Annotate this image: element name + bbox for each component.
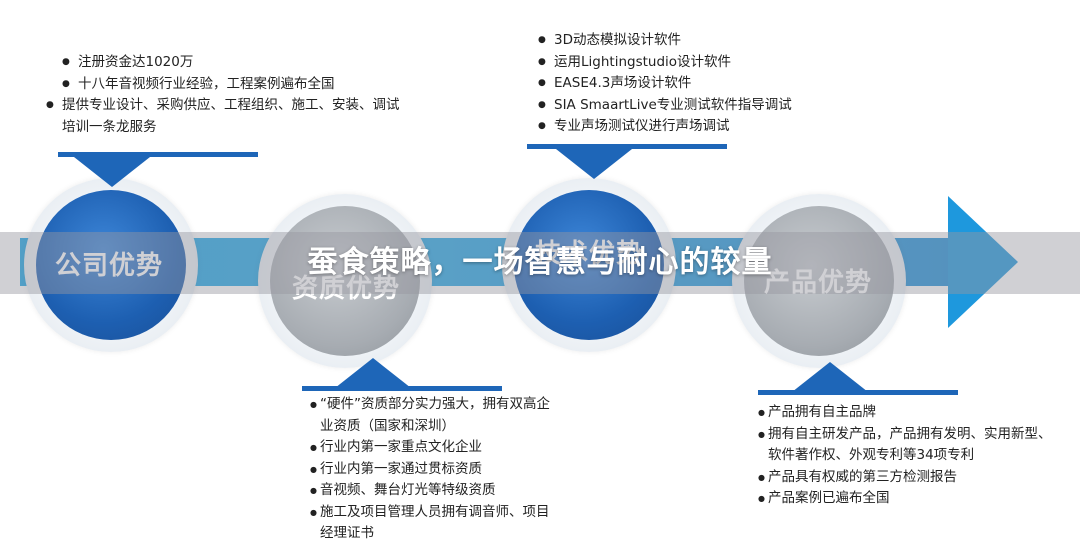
label-company: 公司优势 [55,251,164,281]
list-item: 拥有自主研发产品，产品拥有发明、实用新型、软件著作权、外观专利等34项专利 [758,424,1063,467]
arrow-head [948,196,1018,328]
callout-bar-qualification [302,386,502,391]
label-technology: 技术优势 [535,239,644,269]
list-item: “硬件”资质部分实力强大，拥有双高企业资质（国家和深圳） [310,394,555,437]
circle-company [36,190,186,340]
technology-advantage-list: 3D动态模拟设计软件 运用Lightingstudio设计软件 EASE4.3声… [538,30,858,138]
callout-pointer-technology [556,149,632,179]
callout-bar-company [58,152,258,157]
list-item: 注册资金达1020万 [62,52,412,74]
circle-technology [514,190,664,340]
label-qualification: 资质优势 [292,274,401,304]
list-item: 产品案例已遍布全国 [758,488,1063,510]
list-item: 行业内第一家重点文化企业 [310,437,555,459]
callout-pointer-company [74,157,150,187]
callout-bar-technology [527,144,727,149]
callout-bar-product [758,390,958,395]
label-product: 产品优势 [764,268,873,298]
callout-pointer-qualification [335,358,411,388]
list-item: 行业内第一家通过贯标资质 [310,459,555,481]
list-item: 运用Lightingstudio设计软件 [538,52,858,74]
company-advantage-list: 注册资金达1020万 十八年音视频行业经验，工程案例遍布全国 提供专业设计、采购… [46,52,412,138]
list-item: EASE4.3声场设计软件 [538,73,858,95]
list-item: 十八年音视频行业经验，工程案例遍布全国 [62,74,412,96]
page-title: 蚕食策略，一场智慧与耐心的较量 [307,245,773,280]
circle-qualification [270,206,420,356]
product-advantage-list: 产品拥有自主品牌 拥有自主研发产品，产品拥有发明、实用新型、软件著作权、外观专利… [758,402,1063,510]
qualification-advantage-list: “硬件”资质部分实力强大，拥有双高企业资质（国家和深圳） 行业内第一家重点文化企… [310,394,555,545]
list-item: 提供专业设计、采购供应、工程组织、施工、安装、调试培训一条龙服务 [46,95,412,138]
circle-product [744,206,894,356]
list-item: 施工及项目管理人员拥有调音师、项目经理证书 [310,502,555,545]
title-overlay-band [0,232,1080,294]
callout-pointer-product [792,362,868,392]
list-item: 音视频、舞台灯光等特级资质 [310,480,555,502]
list-item: 产品拥有自主品牌 [758,402,1063,424]
list-item: 专业声场测试仪进行声场调试 [538,116,858,138]
list-item: SIA SmaartLive专业测试软件指导调试 [538,95,858,117]
list-item: 3D动态模拟设计软件 [538,30,858,52]
list-item: 产品具有权威的第三方检测报告 [758,467,1063,489]
